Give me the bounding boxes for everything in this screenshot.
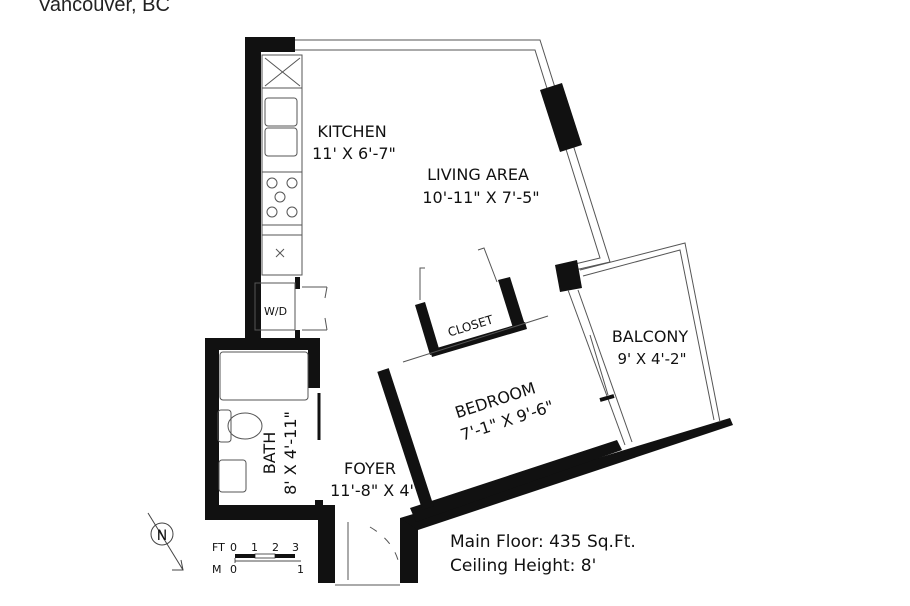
bedroom-west-wall bbox=[377, 368, 434, 510]
kitchen-label: KITCHEN bbox=[317, 122, 386, 141]
wd-door[interactable] bbox=[302, 286, 328, 331]
scale-tick: 0 bbox=[230, 541, 237, 554]
bath-size: 8' X 4'-11" bbox=[281, 411, 300, 495]
bathtub bbox=[219, 351, 309, 401]
foyer-size: 11'-8" X 4' bbox=[330, 481, 414, 500]
balcony-size: 9' X 4'-2" bbox=[617, 350, 686, 368]
scale-tick: 1 bbox=[251, 541, 258, 554]
sink bbox=[218, 459, 247, 493]
scale-tick: 2 bbox=[272, 541, 279, 554]
kitchen-size: 11' X 6'-7" bbox=[312, 144, 396, 163]
bedroom-south-wall bbox=[410, 440, 622, 522]
wall bbox=[245, 37, 261, 342]
compass-letter: N bbox=[157, 528, 167, 544]
scale-tick: 3 bbox=[292, 541, 299, 554]
wall bbox=[400, 518, 418, 583]
scale-tick: 0 bbox=[230, 563, 237, 576]
scale-ft-label: FT bbox=[212, 541, 225, 554]
scale-tick: 1 bbox=[297, 563, 304, 576]
north-compass-icon: N bbox=[147, 512, 184, 571]
window-wall bbox=[295, 39, 611, 292]
scale-bar: FT 0 1 2 3 M 0 1 bbox=[212, 541, 304, 576]
entry-door[interactable] bbox=[335, 522, 400, 586]
wd-label: W/D bbox=[264, 305, 287, 318]
living-size: 10'-11" X 7'-5" bbox=[422, 188, 539, 207]
toilet bbox=[217, 409, 263, 443]
washer-dryer bbox=[254, 282, 296, 331]
kitchen-counter bbox=[261, 54, 303, 276]
closet bbox=[402, 247, 549, 363]
ceiling-height: Ceiling Height: 8' bbox=[450, 556, 597, 576]
bath-walls bbox=[205, 338, 335, 583]
wall bbox=[400, 418, 733, 530]
location-title: Vancouver, BC bbox=[38, 0, 170, 16]
balcony bbox=[567, 242, 721, 446]
scale-m-label: M bbox=[212, 563, 222, 576]
main-floor-area: Main Floor: 435 Sq.Ft. bbox=[450, 532, 636, 552]
bath-label: BATH bbox=[260, 432, 279, 474]
living-label: LIVING AREA bbox=[427, 165, 529, 184]
foyer-label: FOYER bbox=[344, 459, 396, 478]
balcony-label: BALCONY bbox=[612, 327, 689, 346]
